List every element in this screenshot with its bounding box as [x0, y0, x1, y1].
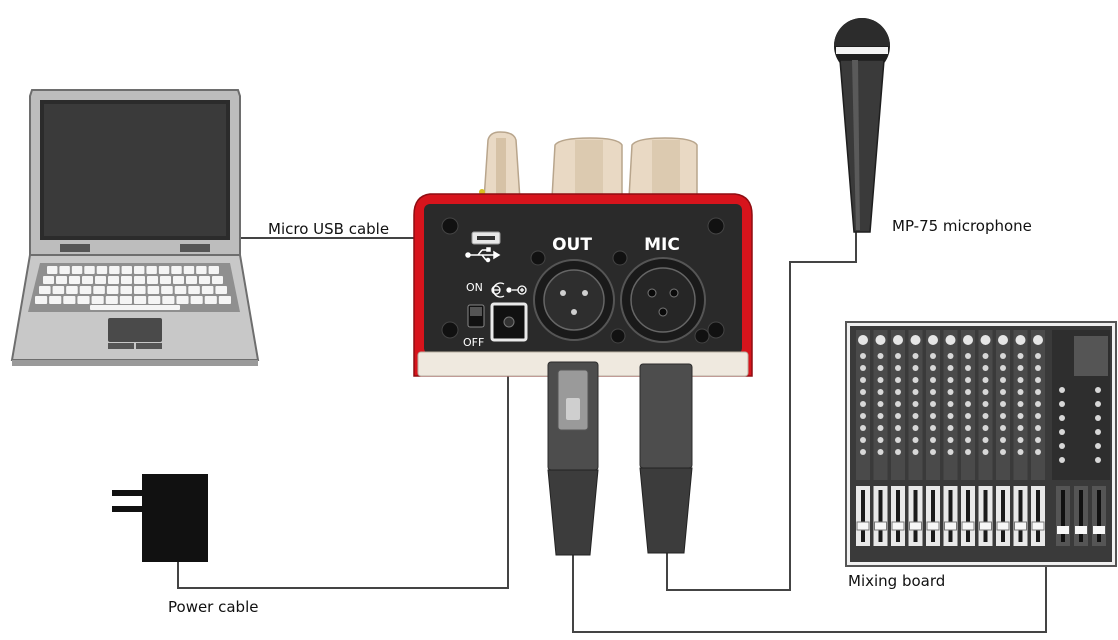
mixing-board-icon: [845, 321, 1117, 567]
switch-off-label: OFF: [463, 336, 484, 349]
xlr-plug-out: [547, 361, 599, 556]
microphone-label: MP-75 microphone: [892, 217, 1032, 235]
knob-right: [628, 137, 698, 199]
xlr-plug-mic: [639, 363, 693, 554]
microphone-icon: [834, 18, 890, 233]
power-cable-label: Power cable: [168, 598, 259, 616]
usb-symbol-icon: [465, 247, 501, 263]
device-pedal: OUT MIC: [413, 131, 753, 377]
out-cable-line: [572, 555, 1047, 633]
switch-on-label: ON: [466, 281, 483, 294]
laptop-icon: [10, 89, 260, 366]
mic-label: MIC: [644, 235, 680, 255]
power-adapter-icon: [112, 474, 208, 562]
laptop-keyboard: [35, 266, 231, 310]
xlr-mic-connector: [620, 257, 706, 343]
usb-cable-label: Micro USB cable: [268, 220, 390, 238]
mixing-board-label: Mixing board: [848, 572, 946, 590]
knob-left: [483, 131, 521, 201]
knob-middle: [551, 137, 623, 199]
mic-cable-line: [666, 230, 857, 591]
xlr-out-connector: [533, 259, 615, 341]
out-label: OUT: [552, 235, 592, 255]
power-cable-line: [177, 345, 509, 589]
dc-polarity-icon: [491, 282, 527, 298]
mixer-channels: [856, 330, 1110, 546]
